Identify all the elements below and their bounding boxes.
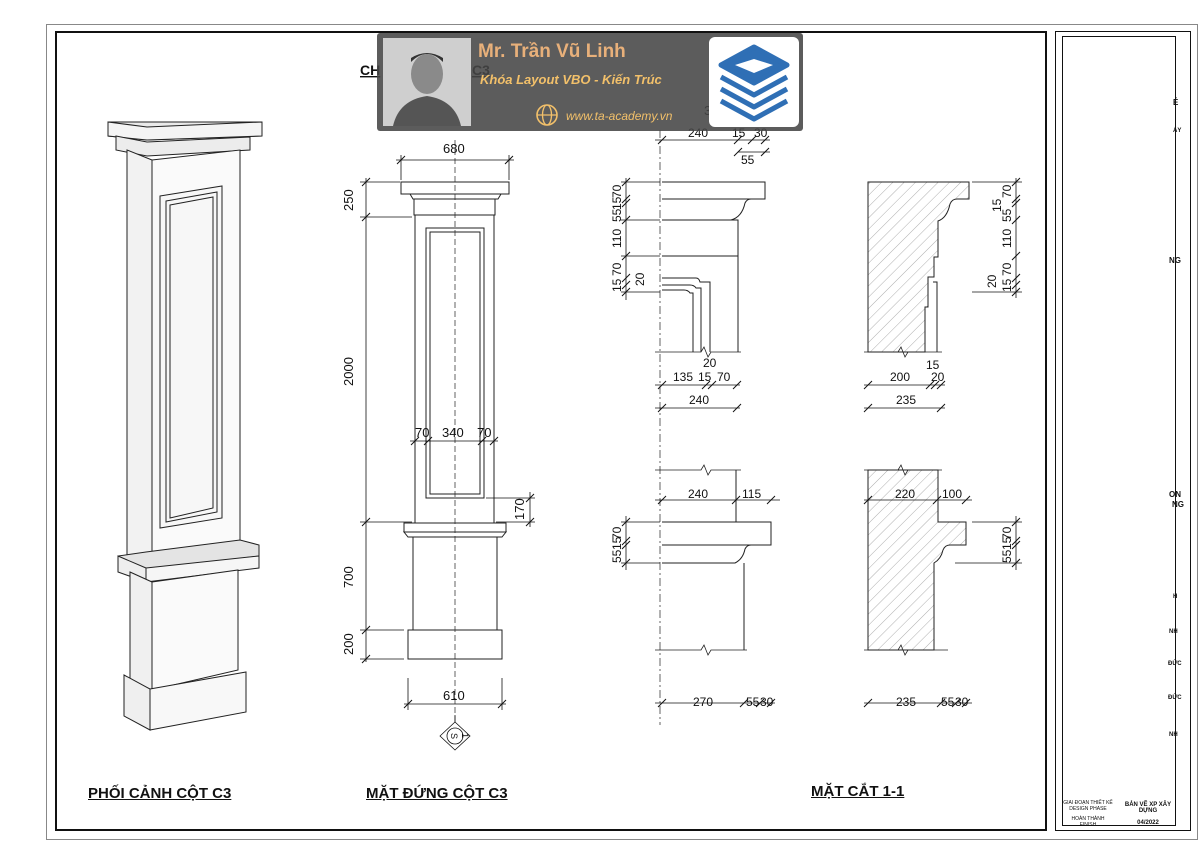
phase-label-vi: GIAI ĐOẠN THIẾT KẾ — [1063, 800, 1113, 806]
dim-elevation-width-top: 680 — [443, 141, 465, 156]
dim-section-right-base-bottom-1: 235 — [896, 695, 916, 709]
course-title: Khóa Layout VBO - Kiến Trúc — [480, 72, 662, 87]
dim-panel-width-center: 340 — [442, 425, 464, 440]
dim-section-left-v-6: 15 — [610, 278, 624, 292]
dim-section-right-bottom-1: 200 — [890, 370, 910, 384]
dim-section-left-v-1: 70 — [610, 184, 624, 198]
globe-icon — [536, 104, 558, 126]
section-left-upper — [659, 130, 766, 725]
dim-section-right-left-small: 20 — [985, 274, 999, 288]
dim-section-left-base-v-1: 70 — [610, 526, 624, 540]
dim-section-right-base-bottom-2: 55 — [941, 695, 955, 709]
elevation-column — [400, 140, 510, 735]
dim-section-right-base-v-3: 55 — [1000, 549, 1014, 563]
title-fragment-10: NH — [1169, 732, 1178, 738]
title-fragment-4: ON — [1169, 490, 1181, 499]
dim-section-left-v-2: 15 — [610, 196, 624, 210]
caption-section: MẶT CẮT 1-1 — [811, 783, 905, 800]
title-fragment-5: NG — [1172, 500, 1184, 509]
section-right-dimensions — [863, 177, 1022, 708]
title-fragment-9: ĐỨC — [1168, 695, 1182, 701]
title-fragment-1: É — [1173, 98, 1179, 107]
title-fragment-2: ÁY — [1173, 128, 1182, 134]
status-label: HOÀN THÀNH FINISH — [1060, 816, 1116, 828]
dim-section-right-v-1: 70 — [1000, 184, 1014, 198]
title-block-column — [1062, 36, 1176, 826]
dim-section-left-inner: 20 — [633, 272, 647, 286]
status-label-vi: HOÀN THÀNH — [1071, 816, 1105, 822]
dim-section-left-top-sub: 55 — [741, 153, 755, 167]
dim-section-right-v-3: 55 — [1000, 208, 1014, 222]
dim-elevation-width-base: 610 — [443, 688, 465, 703]
dim-section-left-v-4: 110 — [610, 229, 624, 248]
date-label: 04/2022 — [1137, 820, 1159, 826]
dim-section-left-base-v-2: 15 — [610, 536, 624, 550]
dim-section-left-v-5: 70 — [610, 262, 624, 276]
caption-perspective: PHỐI CẢNH CỘT C3 — [88, 785, 232, 802]
section-marker-sheet: S — [449, 733, 459, 739]
dim-panel-width-right: 70 — [477, 425, 491, 440]
dim-elevation-height-cap: 250 — [341, 189, 356, 211]
dim-section-left-base-bottom-1: 270 — [693, 695, 713, 709]
title-fragment-3: NG — [1169, 256, 1181, 265]
dim-section-left-base-top-1: 240 — [688, 487, 708, 501]
dim-section-right-base-top-2: 100 — [942, 487, 962, 501]
dim-section-right-v-6: 15 — [1000, 278, 1014, 292]
drawing-set-label: BẢN VẼ XP XÂY DỰNG — [1124, 802, 1172, 814]
dim-section-left-v-3: 55 — [610, 208, 624, 222]
outer-frame — [46, 24, 1198, 840]
perspective-column — [107, 121, 263, 731]
dim-section-left-bottom-3: 70 — [717, 370, 731, 384]
inner-frame — [55, 31, 1047, 831]
dim-section-right-v-5: 70 — [1000, 262, 1014, 276]
dim-elevation-height-shaft: 2000 — [341, 357, 356, 386]
dim-elevation-height-base: 700 — [341, 566, 356, 588]
dim-panel-width-left: 70 — [415, 425, 429, 440]
layers-logo-icon — [718, 44, 790, 122]
dim-section-right-base-v-2: 15 — [1000, 536, 1014, 550]
academy-logo — [709, 37, 799, 127]
dim-section-left-base-bottom-3: 30 — [760, 695, 774, 709]
title-fragment-7: NH — [1169, 629, 1178, 635]
dim-section-left-base-bottom-2: 55 — [746, 695, 760, 709]
dim-section-left-bottom-1: 135 — [673, 370, 693, 384]
dim-section-left-bottom-2: 15 — [698, 370, 712, 384]
website-link[interactable]: www.ta-academy.vn — [566, 109, 673, 123]
status-label-en: FINISH — [1079, 822, 1097, 828]
section-left-lower — [662, 470, 772, 650]
title-fragment-8: ĐỨC — [1168, 661, 1182, 667]
section-right-upper — [867, 181, 970, 353]
dim-section-right-base-v-1: 70 — [1000, 526, 1014, 540]
dim-elevation-height-foot: 200 — [341, 633, 356, 655]
dim-section-left-bottom-total: 240 — [689, 393, 709, 407]
phase-label: GIAI ĐOẠN THIẾT KẾ DESIGN PHASE — [1060, 800, 1116, 812]
dim-section-left-base-top-2: 115 — [742, 487, 761, 501]
title-block: É ÁY NG ON NG H NH ĐỨC ĐỨC NH GIAI ĐOẠN … — [1055, 31, 1191, 831]
caption-elevation: MẶT ĐỨNG CỘT C3 — [366, 785, 508, 802]
author-photo — [383, 38, 471, 126]
author-banner: Mr. Trần Vũ Linh Khóa Layout VBO - Kiến … — [377, 33, 803, 131]
section-left-dimensions — [621, 135, 780, 708]
section-marker-number: 1 — [460, 733, 470, 738]
section-left-break-lines — [655, 346, 747, 656]
dim-section-right-bottom-total: 235 — [896, 393, 916, 407]
elevation-title-fragment-left: CH — [360, 62, 380, 78]
phase-label-en: DESIGN PHASE — [1069, 806, 1107, 812]
dim-section-right-v-4: 110 — [1000, 229, 1014, 248]
elevation-vertical-dimensions — [360, 155, 535, 751]
dim-section-right-bottom-2: 15 — [926, 358, 940, 372]
dim-section-left-panel: 20 — [703, 356, 717, 370]
dim-section-right-base-top-1: 220 — [895, 487, 915, 501]
section-right-lower — [867, 469, 967, 651]
dim-section-right-v-2: 15 — [990, 198, 1004, 212]
author-name: Mr. Trần Vũ Linh — [478, 41, 626, 62]
title-fragment-6: H — [1173, 594, 1178, 600]
dim-section-right-bottom-3: 20 — [931, 370, 945, 384]
dim-panel-bottom-gap: 170 — [512, 498, 527, 520]
dim-section-left-base-v-3: 55 — [610, 549, 624, 563]
dim-section-right-base-bottom-3: 30 — [955, 695, 969, 709]
